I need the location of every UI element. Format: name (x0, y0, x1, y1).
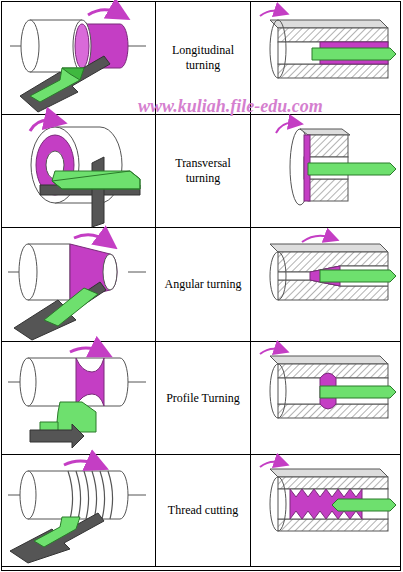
profile-left (8, 348, 146, 448)
thread-right (260, 462, 396, 531)
operation-name: Transversal turning (160, 156, 246, 186)
operation-name: Longitudinal turning (160, 43, 246, 73)
transversal-right (276, 123, 396, 205)
longitudinal-left (10, 10, 146, 112)
profile-right (260, 349, 396, 418)
angular-right (270, 236, 396, 300)
longitudinal-right (260, 11, 396, 78)
thread-left (8, 461, 146, 563)
transversal-left (30, 120, 140, 227)
operation-name: Angular turning (160, 277, 246, 292)
angular-left (8, 235, 146, 340)
watermark: www.kuliah.file-edu.com (138, 96, 323, 117)
operation-name: Thread cutting (160, 503, 246, 518)
operation-name: Profile Turning (160, 391, 246, 406)
